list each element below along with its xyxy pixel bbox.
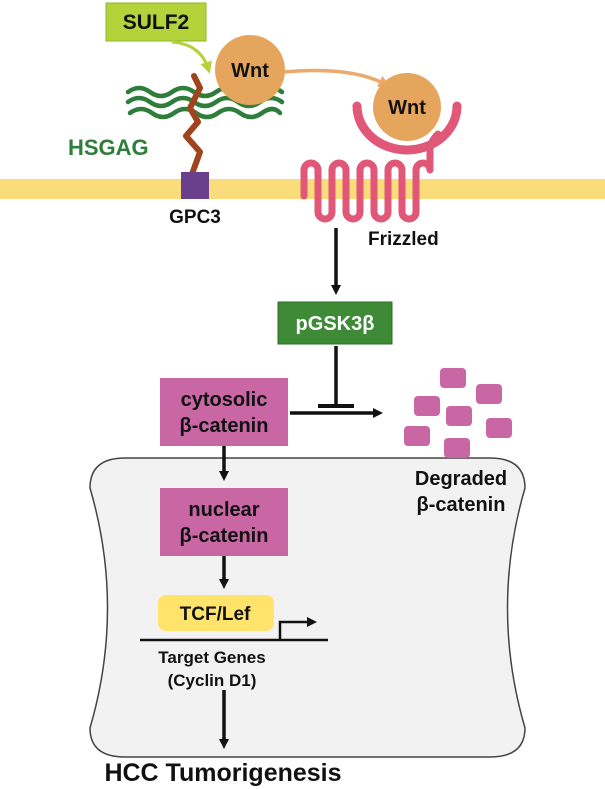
degraded-catenin-label-2: β-catenin	[417, 494, 506, 516]
hsgag-label: HSGAG	[68, 135, 149, 160]
pgsk3b-label: pGSK3β	[296, 313, 375, 335]
target-genes-label-2: (Cyclin D1)	[168, 671, 257, 690]
sulf2-arrow	[171, 40, 212, 74]
nuclear-catenin-label-1: nuclear	[188, 499, 259, 521]
wnt-ligand-bound	[215, 35, 285, 105]
frizzled-label: Frizzled	[368, 229, 439, 250]
wnt-ligand-receptor	[373, 73, 441, 141]
cytosolic-catenin-label-1: cytosolic	[181, 389, 268, 411]
pgsk3b-box	[277, 301, 393, 345]
gpc3-anchor	[181, 172, 209, 199]
gpc3-core-protein	[183, 73, 203, 177]
wnt-receptor-label: Wnt	[388, 97, 426, 119]
sulf2-box	[105, 2, 207, 42]
target-genes-label-1: Target Genes	[158, 648, 265, 667]
frizzled-receptor	[300, 130, 442, 223]
degraded-catenin-fragments	[404, 368, 512, 458]
wnt-transfer-arrow	[283, 68, 391, 87]
transcription-start-arrow	[278, 617, 317, 640]
cytosolic-catenin-label-2: β-catenin	[180, 415, 269, 437]
nuclear-catenin-label-2: β-catenin	[180, 525, 269, 547]
gpc3-label: GPC3	[169, 207, 221, 228]
degraded-catenin-label-1: Degraded	[415, 468, 507, 490]
tcf-lef-box	[158, 595, 274, 631]
nuclear-catenin-box	[160, 488, 288, 556]
cytosolic-catenin-box	[160, 378, 288, 446]
frizzled-binding-cup	[352, 101, 462, 155]
outcome-label: HCC Tumorigenesis	[104, 759, 341, 787]
sulf2-label: SULF2	[123, 11, 190, 34]
tcf-lef-label: TCF/Lef	[180, 604, 251, 625]
wnt-bound-label: Wnt	[231, 60, 269, 82]
